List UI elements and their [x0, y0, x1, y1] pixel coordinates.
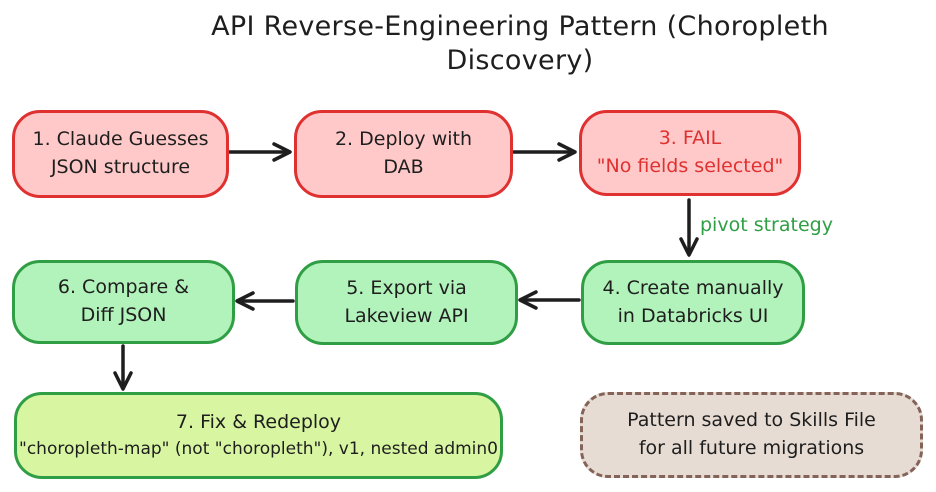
note-line2: for all future migrations — [638, 437, 865, 459]
step2-label-line1: 2. Deploy with — [334, 128, 473, 151]
step1-label-line1: 1. Claude Guesses — [32, 128, 209, 151]
arrow-step4-to-step5 — [518, 290, 581, 310]
step7-label-line1: 7. Fix & Redeploy — [175, 411, 342, 434]
arrow-step2-to-step3 — [511, 142, 577, 162]
flow-node-step7[interactable]: 7. Fix & Redeploy "choropleth-map" (not … — [14, 392, 503, 479]
skills-file-note: Pattern saved to Skills File for all fut… — [580, 392, 923, 478]
flow-node-step1[interactable]: 1. Claude Guesses JSON structure — [12, 110, 229, 198]
note-line1: Pattern saved to Skills File — [627, 409, 876, 432]
flow-node-step6[interactable]: 6. Compare & Diff JSON — [12, 260, 235, 344]
step2-label-line2: DAB — [383, 156, 424, 178]
step6-label-line1: 6. Compare & — [57, 276, 190, 299]
diagram-title-line1: API Reverse-Engineering Pattern (Choropl… — [211, 11, 829, 42]
step5-label-line2: Lakeview API — [344, 304, 469, 327]
step5-label-line1: 5. Export via — [346, 276, 467, 299]
flow-node-step3[interactable]: 3. FAIL "No fields selected" — [579, 110, 801, 196]
step4-label-line2: in Databricks UI — [617, 304, 769, 327]
arrow-step5-to-step6 — [235, 291, 295, 311]
step7-label-line2: "choropleth-map" (not "choropleth"), v1,… — [19, 438, 498, 459]
pivot-strategy-label: pivot strategy — [700, 214, 833, 236]
step1-label-line2: JSON structure — [50, 156, 191, 178]
flow-node-step4[interactable]: 4. Create manually in Databricks UI — [581, 260, 805, 345]
flow-node-step5[interactable]: 5. Export via Lakeview API — [295, 260, 518, 345]
arrow-step3-to-step4 — [679, 198, 699, 257]
step4-label-line1: 4. Create manually — [602, 276, 784, 299]
step6-label-line2: Diff JSON — [80, 304, 167, 326]
arrow-step1-to-step2 — [227, 142, 292, 162]
arrow-step6-to-step7 — [113, 344, 133, 391]
step3-label-line2: "No fields selected" — [596, 155, 784, 177]
diagram-title-line2: Discovery) — [446, 44, 594, 76]
diagram-title: API Reverse-Engineering Pattern (Choropl… — [120, 10, 920, 78]
step3-label-line1: 3. FAIL — [658, 127, 722, 150]
flow-node-step2[interactable]: 2. Deploy with DAB — [294, 110, 513, 198]
